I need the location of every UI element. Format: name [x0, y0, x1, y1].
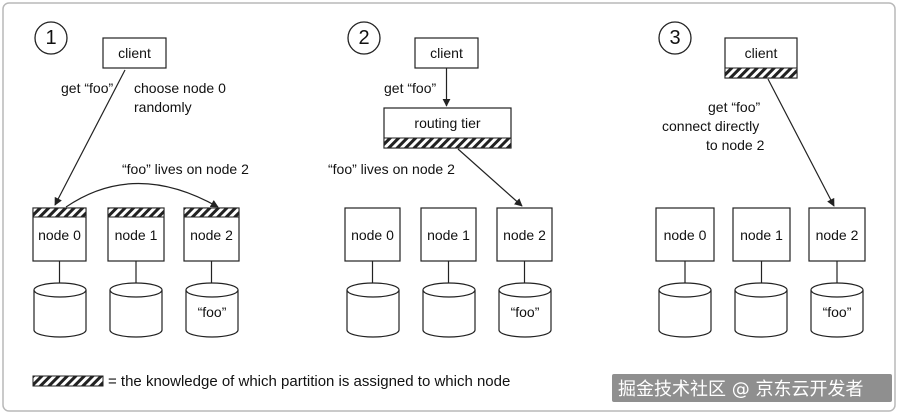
panel-2-route-arrow — [457, 148, 523, 207]
panel-3: 3 client get “foo” connect directly to n… — [655, 21, 866, 338]
panel-1-forward-arrow — [65, 182, 219, 208]
panel-2-annotation-line-1: get “foo” — [384, 80, 436, 96]
panel-1-disk-1 — [109, 282, 163, 338]
panel-3-node-2-label: node 2 — [816, 227, 859, 243]
panel-2-stored-value: “foo” — [511, 304, 540, 320]
panel-1-node-0-hatch — [32, 207, 87, 218]
watermark-background — [612, 374, 892, 402]
panel-1-client-box — [102, 37, 167, 69]
panel-2-node-0-label: node 0 — [351, 227, 394, 243]
panel-3-annotation-line-2: connect directly — [662, 118, 759, 134]
panel-2-node-2-label: node 2 — [503, 227, 546, 243]
panel-2-disk-1 — [422, 282, 476, 338]
panel-1-disk-0 — [33, 282, 87, 338]
panel-1-annotation-line-3: randomly — [134, 99, 192, 115]
panel-3-disk-1 — [734, 282, 788, 338]
panel-2-node-0-box — [344, 207, 401, 262]
legend: = the knowledge of which partition is as… — [32, 373, 510, 390]
panel-1-node-1-hatch — [107, 207, 165, 218]
panel-2-routing-label: routing tier — [414, 115, 480, 131]
panel-1-annotation-line-2: choose node 0 — [134, 80, 226, 96]
panel-1-request-arrow — [54, 69, 126, 206]
panel-1-node-2-label: node 2 — [190, 227, 233, 243]
panel-1-annotation-line-1: get “foo” — [61, 80, 113, 96]
panel-2-node-1-label: node 1 — [427, 227, 470, 243]
panel-3-node-1-label: node 1 — [740, 227, 783, 243]
panel-1-disk-2 — [185, 282, 239, 338]
panel-3-disk-0 — [658, 282, 712, 338]
panel-1-node-2-hatch — [183, 207, 240, 218]
panel-1-number-circle — [34, 21, 68, 55]
panel-3-node-0-label: node 0 — [664, 227, 707, 243]
panel-1-stored-value: “foo” — [198, 304, 227, 320]
panel-1-node-0-label: node 0 — [38, 227, 81, 243]
panel-1-node-1-label: node 1 — [115, 227, 158, 243]
panel-2-number: 2 — [358, 27, 369, 49]
panel-2-disk-2 — [498, 282, 552, 338]
legend-text: = the knowledge of which partition is as… — [108, 373, 510, 390]
panel-1-client-label: client — [118, 45, 151, 61]
panel-3-node-0-box — [655, 207, 715, 262]
panel-3-direct-arrow — [767, 78, 835, 207]
panel-2-routing-hatch — [383, 137, 512, 149]
panel-3-number: 3 — [669, 27, 680, 49]
panel-3-client-label: client — [745, 45, 778, 61]
panel-2-disk-0 — [346, 282, 400, 338]
panel-2-route-label: “foo” lives on node 2 — [328, 161, 455, 177]
legend-hatch-swatch — [32, 375, 104, 387]
panel-1-number: 1 — [45, 27, 56, 49]
panel-3-client-hatch — [724, 67, 798, 79]
panel-1: 1 client get “foo” choose node 0 randoml… — [32, 21, 249, 338]
panel-2-node-1-box — [420, 207, 477, 262]
panel-3-node-1-box — [732, 207, 791, 262]
panel-2-client-label: client — [430, 45, 463, 61]
panel-3-annotation-line-1: get “foo” — [708, 99, 760, 115]
panel-3-number-circle — [658, 21, 692, 55]
panel-3-annotation-line-3: to node 2 — [706, 137, 765, 153]
panel-2: 2 client get “foo” routing tier “foo” li… — [328, 21, 553, 338]
panel-3-stored-value: “foo” — [823, 304, 852, 320]
panel-2-node-2-box — [496, 207, 553, 262]
panel-1-forward-label: “foo” lives on node 2 — [122, 161, 249, 177]
panel-3-node-2-box — [808, 207, 866, 262]
panel-2-client-box — [414, 37, 479, 69]
watermark-text: 掘金技术社区 @ 京东云开发者 — [618, 379, 863, 400]
panel-3-disk-2 — [810, 282, 864, 338]
panel-2-number-circle — [347, 21, 381, 55]
watermark: 掘金技术社区 @ 京东云开发者 — [612, 374, 892, 402]
